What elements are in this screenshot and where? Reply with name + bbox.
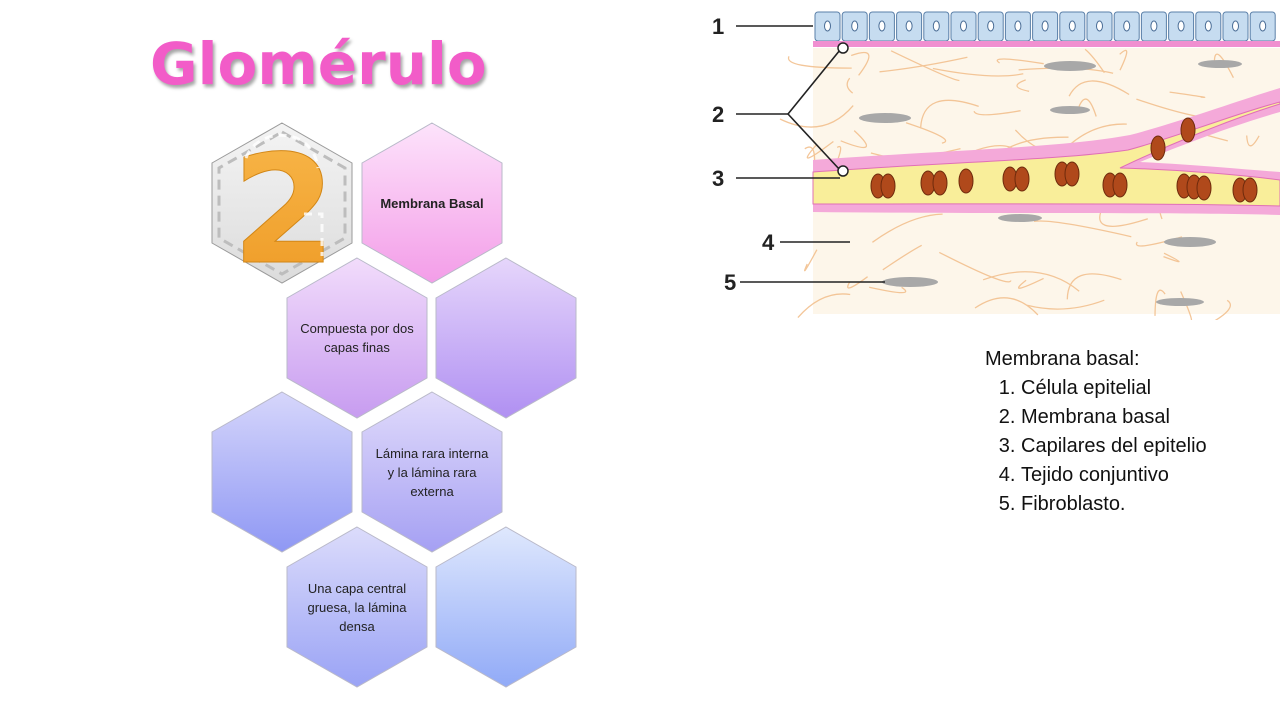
collagen-fiber	[797, 293, 851, 319]
leader-lines	[736, 25, 885, 283]
collagen-fiber	[1154, 289, 1166, 316]
collagen-fiber	[1119, 49, 1128, 71]
number-badge-dashes	[244, 133, 324, 256]
cell-nucleus	[1123, 20, 1131, 32]
cell-nucleus	[1041, 20, 1049, 32]
epithelial-cell-row	[814, 11, 1276, 42]
collagen-fiber	[974, 297, 1039, 316]
red-blood-cell	[958, 168, 974, 194]
collagen-fiber	[919, 99, 979, 129]
collagen-fiber	[982, 271, 1080, 292]
cell-nucleus	[1232, 20, 1239, 32]
number-badge-hexagon	[211, 122, 353, 284]
legend-item: Capilares del epitelio	[1021, 432, 1275, 461]
cell-nucleus	[1150, 20, 1158, 32]
hexagon-una-capa	[286, 526, 428, 688]
hexagon-label-lamina-rara: Lámina rara interna y la lámina rara ext…	[375, 445, 489, 499]
cell-nucleus	[960, 20, 967, 32]
hexagon-empty-3	[435, 526, 577, 688]
hexagon-membrana-basal	[361, 122, 503, 284]
hexagon-lamina-rara	[361, 391, 503, 553]
number-badge-digit: 2	[232, 124, 336, 298]
cell-nucleus	[987, 20, 995, 32]
collagen-fiber	[1066, 273, 1122, 300]
legend-heading: Membrana basal:	[985, 348, 1140, 370]
histology-diagram: 1 2 3 4 5	[700, 0, 1280, 328]
collagen-fiber	[973, 110, 1021, 116]
diagram-label-4: 4	[762, 230, 775, 255]
collagen-fiber	[1078, 98, 1097, 117]
collagen-fiber	[890, 50, 960, 82]
collagen-fiber	[804, 249, 818, 272]
legend: Membrana basal: Célula epitelial Membran…	[985, 345, 1275, 519]
legend-list: Célula epitelial Membrana basal Capilare…	[985, 374, 1275, 519]
collagen-fiber	[850, 51, 870, 76]
cell-nucleus	[1096, 20, 1103, 32]
hexagon-label-membrana-basal: Membrana Basal	[380, 195, 484, 211]
red-blood-cell	[1064, 161, 1080, 187]
collagen-fiber	[1163, 252, 1180, 263]
collagen-fiber	[1169, 91, 1206, 99]
red-blood-cell	[1112, 172, 1128, 198]
collagen-fiber	[787, 55, 852, 69]
hexagon-label-una-capa: Una capa central gruesa, la lámina densa	[307, 580, 407, 634]
collagen-fiber	[882, 244, 923, 271]
cell-nucleus	[1204, 20, 1212, 32]
cell-nucleus	[1177, 20, 1185, 32]
legend-item: Membrana basal	[1021, 403, 1275, 432]
collagen-fiber	[840, 130, 868, 149]
cell-nucleus	[1014, 20, 1022, 32]
hexagon-empty-2	[211, 391, 353, 553]
cell-nucleus	[932, 20, 940, 32]
cell-nucleus	[1068, 20, 1076, 32]
hexagon-label-compuesta: Compuesta por dos capas finas	[300, 321, 414, 355]
diagram-label-5: 5	[724, 270, 736, 295]
collagen-fiber	[847, 276, 868, 289]
fibroblasts	[859, 60, 1242, 306]
collagen-fiber	[1026, 299, 1105, 310]
hexagon-empty-1	[435, 257, 577, 419]
collagen-fiber	[869, 286, 907, 294]
page-title: Glomérulo	[150, 30, 487, 98]
legend-item: Fibroblasto.	[1021, 490, 1275, 519]
hexagon-compuesta	[286, 257, 428, 419]
cell-nucleus	[905, 20, 913, 32]
red-blood-cells	[870, 117, 1258, 203]
legend-item: Tejido conjuntivo	[1021, 461, 1275, 490]
collagen-fiber	[1084, 48, 1105, 74]
collagen-fiber	[1213, 53, 1234, 78]
red-blood-cell	[1242, 177, 1258, 203]
collagen-fiber	[879, 56, 968, 73]
collagen-fiber	[1033, 220, 1132, 238]
collagen-fiber	[1246, 135, 1260, 147]
legend-item: Célula epitelial	[1021, 374, 1275, 403]
red-blood-cell	[1196, 175, 1212, 201]
red-blood-cell	[932, 170, 948, 196]
collagen-fiber	[872, 213, 943, 243]
collagen-fiber	[905, 122, 947, 144]
collagen-fiber	[1068, 80, 1130, 97]
red-blood-cell	[880, 173, 896, 199]
diagram-label-1: 1	[712, 14, 724, 39]
collagen-fiber	[1099, 210, 1149, 227]
collagen-fiber	[932, 67, 1024, 77]
collagen-fiber	[846, 77, 854, 94]
diagram-label-2: 2	[712, 102, 724, 127]
basement-membrane-illustration: 1 2 3 4 5	[712, 11, 1280, 328]
red-blood-cell	[1180, 117, 1196, 143]
cell-nucleus	[851, 20, 859, 32]
collagen-fiber	[1016, 79, 1030, 92]
red-blood-cell	[1150, 135, 1166, 161]
diagram-label-3: 3	[712, 166, 724, 191]
cell-nucleus	[1259, 20, 1267, 32]
collagen-fiber	[1017, 277, 1044, 289]
cell-nucleus	[878, 20, 886, 32]
collagen-fiber	[779, 105, 854, 128]
basement-membrane-top	[813, 41, 1280, 47]
collagen-fiber	[996, 58, 1044, 65]
cell-nucleus	[824, 20, 831, 32]
red-blood-cell	[1014, 166, 1030, 192]
